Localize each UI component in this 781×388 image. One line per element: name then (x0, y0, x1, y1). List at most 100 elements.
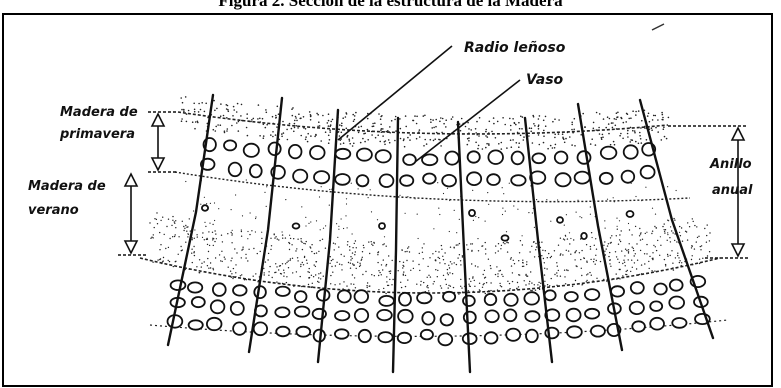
stipple-dot (379, 272, 380, 273)
stipple-dot (308, 223, 309, 224)
stipple-dot (173, 266, 174, 267)
stipple-dot (582, 113, 584, 115)
stipple-dot (608, 256, 609, 257)
stipple-dot (342, 288, 343, 289)
stipple-dot (348, 262, 349, 263)
stipple-dot (317, 114, 319, 116)
stipple-dot (514, 263, 515, 264)
stipple-dot (232, 115, 234, 117)
stipple-dot (671, 230, 672, 231)
stipple-dot (377, 134, 379, 136)
stipple-dot (277, 106, 279, 108)
vessel-cell (650, 318, 664, 330)
stipple-dot (534, 256, 535, 257)
stipple-dot (669, 237, 670, 238)
stipple-dot (458, 293, 459, 294)
stipple-dot (632, 267, 633, 268)
stipple-dot (489, 121, 491, 123)
stipple-dot (215, 126, 217, 128)
stipple-dot (523, 266, 524, 267)
stipple-dot (189, 269, 190, 270)
stipple-dot (268, 275, 269, 276)
stipple-dot (289, 123, 291, 125)
stipple-dot (604, 251, 605, 252)
stipple-dot (367, 129, 369, 131)
vessel-cell (591, 326, 605, 337)
stipple-dot (424, 115, 426, 117)
stipple-dot (240, 275, 241, 276)
stipple-dot (377, 262, 378, 263)
stipple-dot (450, 247, 451, 248)
stipple-dot (510, 139, 512, 141)
stipple-dot (370, 189, 371, 190)
stipple-dot (692, 218, 693, 219)
stipple-dot (551, 278, 552, 279)
stipple-dot (310, 119, 312, 121)
stipple-dot (325, 225, 326, 226)
stipple-dot (212, 268, 213, 269)
stipple-dot (378, 270, 379, 271)
stipple-dot (358, 188, 359, 189)
stipple-dot (638, 143, 640, 145)
stipple-dot (567, 238, 568, 239)
stipple-dot (150, 238, 151, 239)
stipple-dot (300, 238, 301, 239)
stipple-dot (232, 230, 233, 231)
stipple-dot (441, 132, 443, 134)
stipple-dot (524, 280, 525, 281)
stipple-dot (222, 261, 223, 262)
stipple-dot (565, 236, 566, 237)
stipple-dot (460, 264, 461, 265)
stipple-dot (402, 197, 403, 198)
stipple-dot (687, 239, 688, 240)
stipple-dot (332, 259, 333, 260)
stipple-dot (423, 258, 424, 259)
stipple-dot (293, 286, 294, 287)
vessel-cell (526, 330, 538, 343)
stipple-dot (267, 259, 268, 260)
stipple-dot (242, 120, 244, 122)
stipple-dot (244, 279, 245, 280)
stipple-dot (390, 273, 391, 274)
stipple-dot (635, 226, 636, 227)
stipple-dot (383, 259, 384, 260)
stipple-dot (644, 263, 645, 264)
stipple-dot (268, 271, 269, 272)
stipple-dot (433, 228, 434, 229)
stipple-dot (677, 255, 678, 256)
stipple-dot (448, 287, 449, 288)
stipple-dot (664, 231, 665, 232)
stipple-dot (468, 290, 469, 291)
stipple-dot (480, 290, 481, 291)
stipple-dot (488, 132, 490, 134)
stipple-dot (380, 124, 382, 126)
vessel-cell (379, 296, 394, 306)
stipple-dot (562, 137, 564, 139)
stipple-dot (246, 113, 248, 115)
stipple-dot (265, 127, 267, 129)
vessel-cell (485, 294, 497, 305)
stipple-dot (528, 283, 529, 284)
stipple-dot (635, 111, 637, 113)
stipple-dot (316, 220, 317, 221)
stipple-dot (580, 259, 581, 260)
vessel-cell (231, 302, 244, 315)
stipple-dot (678, 257, 679, 258)
stipple-dot (551, 256, 552, 257)
stipple-dot (539, 286, 540, 287)
stipple-dot (222, 241, 223, 242)
stipple-dot (270, 249, 271, 250)
stipple-dot (652, 119, 654, 121)
stipple-dot (651, 127, 653, 129)
stipple-dot (641, 142, 643, 144)
stipple-dot (485, 135, 487, 137)
stipple-dot (618, 244, 619, 245)
stipple-dot (641, 120, 643, 122)
vessel-cell (624, 145, 638, 158)
stipple-dot (556, 285, 557, 286)
stipple-dot (649, 121, 651, 123)
stipple-dot (320, 140, 322, 142)
stipple-dot (531, 128, 533, 130)
stipple-dot (323, 228, 324, 229)
vessel-cell (202, 205, 208, 211)
